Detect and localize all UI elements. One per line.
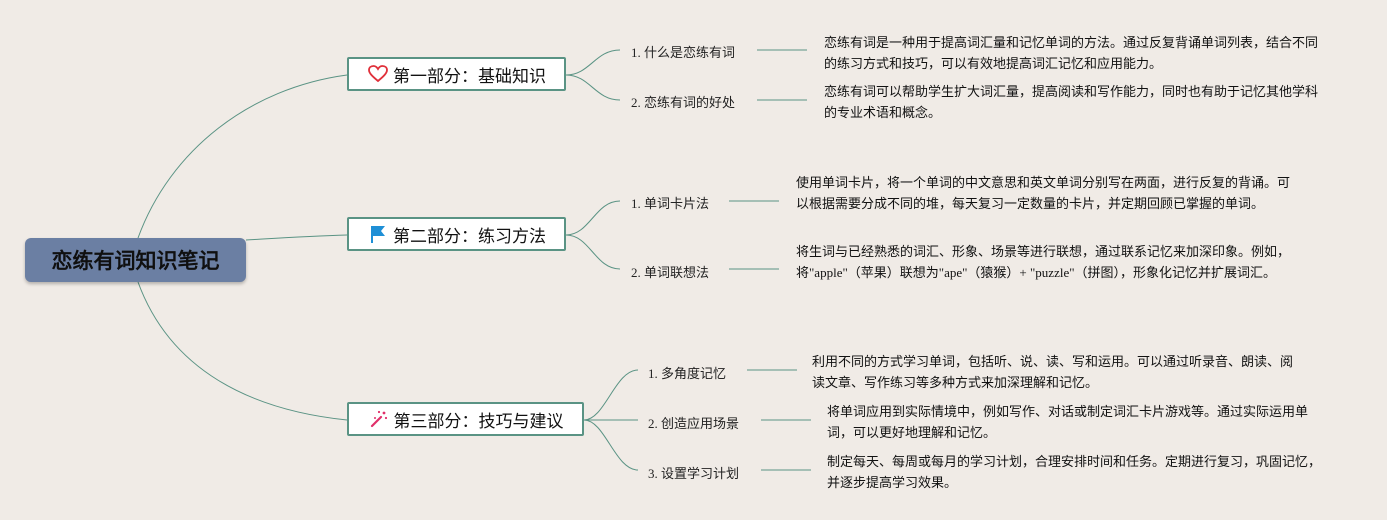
sub-item-label[interactable]: 1. 多角度记忆	[648, 366, 727, 381]
section-title: 第一部分：基础知识	[393, 66, 546, 87]
connector-s2-sub-2	[565, 234, 621, 270]
sub-item-label[interactable]: 2. 恋练有词的好处	[631, 95, 736, 110]
sub-item-description: 使用单词卡片，将一个单词的中文意思和英文单词分别写在两面，进行反复的背诵。可以根…	[796, 175, 1291, 211]
sub-item-label[interactable]: 1. 什么是恋练有词	[631, 45, 736, 60]
heart-icon	[367, 63, 389, 85]
magic-wand-icon	[368, 408, 390, 430]
root-title: 恋练有词知识笔记	[51, 249, 220, 273]
sub-item-description: 恋练有词可以帮助学生扩大词汇量，提高阅读和写作能力，同时也有助于记忆其他学科的专…	[824, 84, 1319, 120]
sub-item-label[interactable]: 3. 设置学习计划	[648, 466, 740, 481]
sub-item-label[interactable]: 1. 单词卡片法	[631, 196, 710, 211]
section-node-basics[interactable]: 第一部分：基础知识	[347, 57, 566, 91]
sub-item-label[interactable]: 2. 单词联想法	[631, 265, 710, 280]
section-node-tips[interactable]: 第三部分：技巧与建议	[347, 402, 584, 436]
sub-item-description: 将单词应用到实际情境中，例如写作、对话或制定词汇卡片游戏等。通过实际运用单词，可…	[827, 404, 1309, 440]
connector-root-section-3	[137, 281, 348, 421]
connector-s1-sub-1	[565, 49, 621, 76]
sub-item-description: 利用不同的方式学习单词，包括听、说、读、写和运用。可以通过听录音、朗读、阅读文章…	[812, 354, 1294, 390]
section-title: 第三部分：技巧与建议	[393, 411, 564, 432]
root-node[interactable]: 恋练有词知识笔记	[25, 238, 246, 282]
sub-item-label[interactable]: 2. 创造应用场景	[648, 416, 740, 431]
connector-root-section-1	[137, 74, 348, 239]
connector-root-section-2	[245, 234, 348, 241]
flag-icon	[367, 223, 389, 245]
connector-s3-sub-1	[583, 369, 639, 421]
connector-s2-sub-1	[565, 200, 621, 236]
section-title: 第二部分：练习方法	[393, 226, 546, 247]
sub-item-description: 恋练有词是一种用于提高词汇量和记忆单词的方法。通过反复背诵单词列表，结合不同的练…	[824, 35, 1319, 71]
sub-item-description: 制定每天、每周或每月的学习计划，合理安排时间和任务。定期进行复习，巩固记忆，并逐…	[827, 454, 1322, 490]
section-node-methods[interactable]: 第二部分：练习方法	[347, 217, 566, 251]
connector-s3-sub-3	[583, 419, 639, 471]
sub-item-description: 将生词与已经熟悉的词汇、形象、场景等进行联想，通过联系记忆来加深印象。例如，将"…	[796, 244, 1291, 280]
connector-s1-sub-2	[565, 74, 621, 101]
